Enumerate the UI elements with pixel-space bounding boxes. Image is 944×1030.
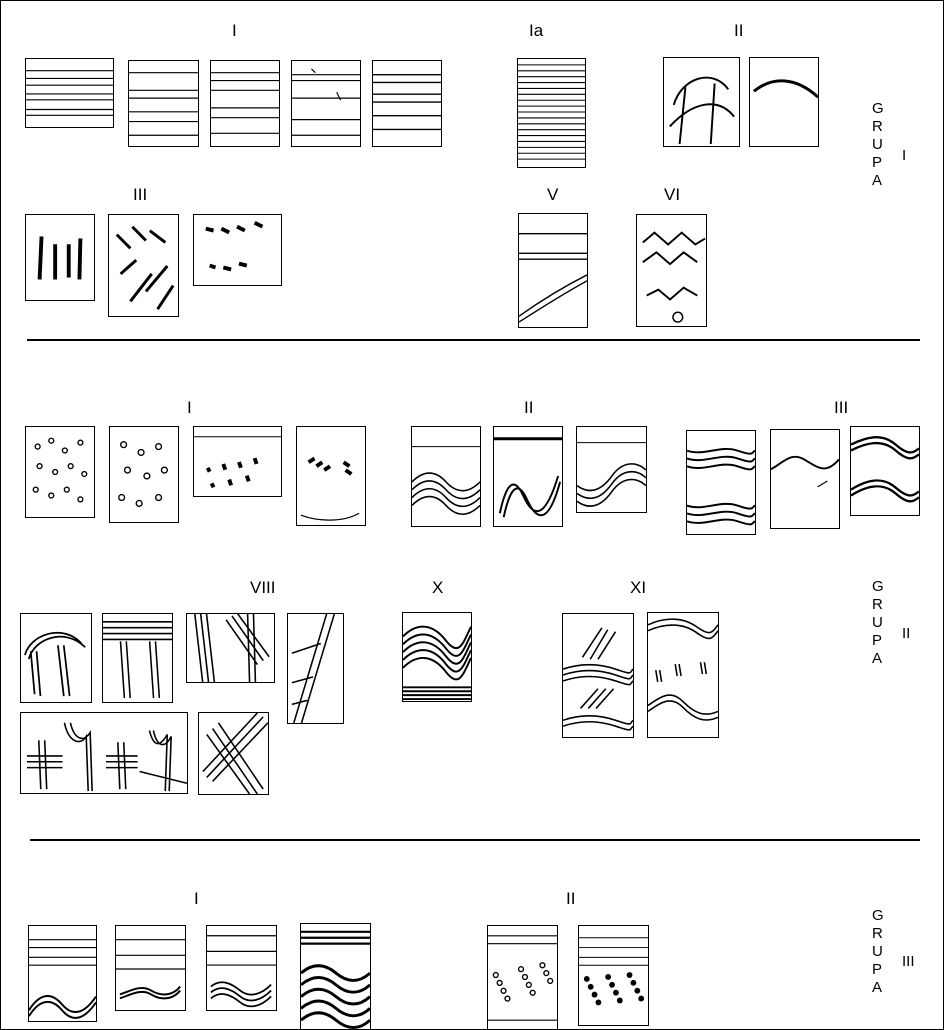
sherd-crossing-bands: [20, 613, 92, 703]
sherd-wavy-lines: [636, 214, 707, 327]
sherd-lines-and-wave: [206, 925, 277, 1011]
sherd-wave-bands: [770, 429, 840, 529]
group2-number: II: [902, 625, 910, 642]
group1-type-II-label: II: [734, 22, 743, 40]
sherd-impressed-rows: [296, 426, 366, 526]
sherd-wave-bands: [411, 426, 481, 527]
group2-type-III-label: III: [834, 399, 848, 417]
sherd-wave-bands-with-slashes: [647, 612, 719, 738]
sherd-wave-bands: [686, 430, 756, 535]
group3-type-II-label: II: [566, 890, 575, 908]
sherd-impressed-rows: [193, 426, 282, 497]
sherd-lines-and-wave: [115, 925, 186, 1011]
sherd-crossing-bands: [102, 613, 173, 703]
group1-type-VI-label: VI: [664, 186, 680, 204]
sherd-vertical-incisions: [25, 214, 95, 301]
sherd-diagonal-bands: [287, 613, 344, 724]
group1-type-III-label: III: [133, 186, 147, 204]
group-divider-1: [27, 339, 920, 341]
sherd-wave-bands-with-slashes: [562, 613, 634, 738]
sherd-wave-bands: [576, 426, 647, 513]
sherd-dense-horizontal-lines: [517, 58, 586, 168]
sherd-crossing-bands: [186, 613, 275, 683]
group1-number: I: [902, 147, 906, 164]
group1-type-V-label: V: [547, 186, 558, 204]
group2-type-I-label: I: [187, 399, 192, 417]
group2-type-II-label: II: [524, 399, 533, 417]
sherd-crossing-bands: [20, 712, 188, 794]
sherd-curved-band: [663, 57, 740, 147]
sherd-horizontal-lines: [25, 58, 114, 128]
group2-type-X-label: X: [432, 579, 443, 597]
sherd-horizontal-lines: [128, 60, 199, 147]
group2-type-VIII-label: VIII: [250, 579, 276, 597]
sherd-diagonal-incisions: [108, 214, 179, 317]
sherd-dotted-diagonal-rows: [578, 925, 649, 1026]
sherd-horizontal-lines: [372, 60, 442, 147]
group-divider-2: [30, 839, 920, 841]
sherd-horizontal-and-diagonal-lines: [518, 213, 588, 328]
group3-type-I-label: I: [194, 890, 199, 908]
sherd-wave-bands: [402, 612, 472, 702]
group1-type-Ia-label: Ia: [529, 22, 543, 40]
sherd-wave-bands: [850, 426, 920, 516]
group2-type-XI-label: XI: [630, 579, 646, 597]
sherd-horizontal-lines: [291, 60, 361, 147]
sherd-horizontal-lines: [210, 60, 280, 147]
group3-number: III: [902, 953, 915, 970]
sherd-crossing-bands: [198, 712, 269, 795]
sherd-impressed-marks: [193, 214, 282, 286]
sherd-dense-waves: [300, 923, 371, 1030]
sherd-dotted-pattern: [109, 426, 179, 523]
group1-type-I-label: I: [232, 22, 237, 40]
sherd-wave-bands: [493, 426, 563, 527]
sherd-dotted-pattern: [25, 426, 95, 518]
sherd-dotted-diagonal-rows: [487, 925, 558, 1030]
sherd-lines-and-wave: [28, 925, 97, 1022]
sherd-curved-band: [749, 57, 819, 147]
